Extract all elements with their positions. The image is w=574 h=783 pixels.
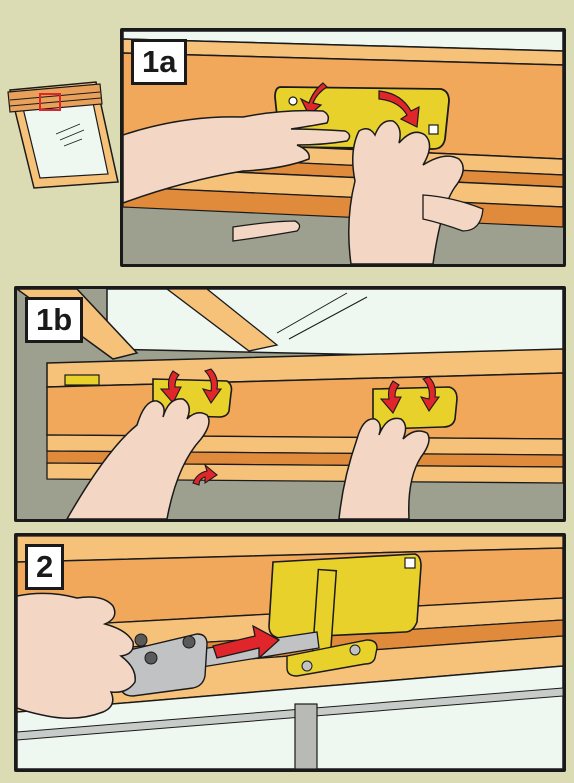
step-label-2: 2: [25, 544, 64, 590]
roof-window-thumbnail: [4, 70, 120, 190]
step-1b-illustration: [17, 289, 563, 519]
step-1a-illustration: [123, 31, 563, 264]
step-label-1b: 1b: [25, 297, 83, 343]
step-2-illustration: [17, 536, 563, 769]
panel-step-1a: 1a: [120, 28, 566, 267]
bracket-2: [269, 554, 421, 638]
panel-step-2: 2: [14, 533, 566, 772]
roof-window-thumbnail-icon: [4, 70, 120, 190]
step-label-1a: 1a: [131, 39, 187, 85]
panel-step-1b: 1b: [14, 286, 566, 522]
